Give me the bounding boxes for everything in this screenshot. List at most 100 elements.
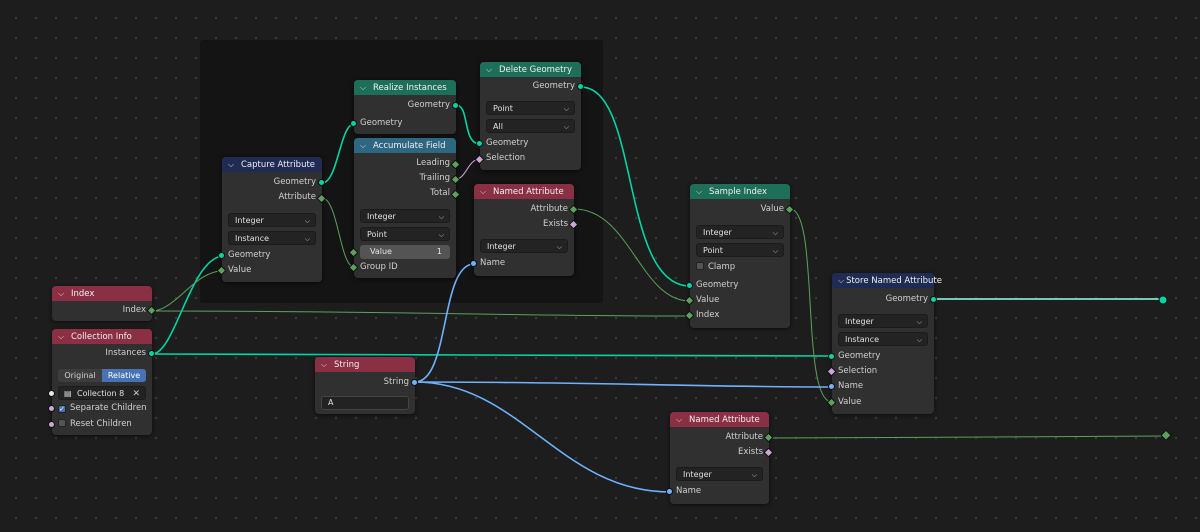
output-attribute: Attribute bbox=[278, 192, 316, 202]
data-type-select[interactable]: Integer⌵ bbox=[228, 213, 316, 227]
close-icon[interactable]: ✕ bbox=[132, 389, 140, 399]
string-input[interactable]: A bbox=[321, 396, 409, 410]
geometry-socket[interactable] bbox=[318, 179, 325, 186]
data-type-select[interactable]: Integer⌵ bbox=[676, 467, 763, 481]
node-title: Named Attribute bbox=[689, 414, 760, 425]
transform-space-toggle[interactable]: Original Relative bbox=[58, 369, 146, 382]
collection-socket[interactable] bbox=[48, 390, 55, 397]
geometry-socket[interactable] bbox=[828, 353, 835, 360]
domain-select[interactable]: Point⌵ bbox=[486, 101, 575, 115]
geometry-socket[interactable] bbox=[452, 102, 459, 109]
index-socket[interactable] bbox=[684, 310, 695, 321]
string-socket[interactable] bbox=[411, 379, 418, 386]
data-type-select[interactable]: Integer⌵ bbox=[480, 239, 568, 253]
delete-geometry-node[interactable]: ⌵Delete Geometry Geometry Point⌵ All⌵ Ge… bbox=[474, 62, 584, 170]
node-header[interactable]: ⌵Sample Index bbox=[690, 184, 790, 199]
chevron-down-icon[interactable]: ⌵ bbox=[58, 288, 65, 298]
reset-children-toggle[interactable]: Reset Children bbox=[58, 417, 146, 432]
reset-children-checkbox[interactable] bbox=[58, 419, 66, 427]
collection-field[interactable]: ▤ Collection 8 ✕ bbox=[58, 386, 146, 400]
dropdown-arrow-icon: ⌵ bbox=[563, 123, 569, 131]
link-string bbox=[414, 381, 833, 388]
selection-socket[interactable] bbox=[826, 366, 837, 377]
named-attribute-node[interactable]: ⌵Named Attribute Attribute Exists Intege… bbox=[470, 184, 579, 276]
sample-index-node[interactable]: ⌵Sample Index Value Integer ⌵ Point⌵ Clam… bbox=[684, 184, 795, 328]
geometry-socket[interactable] bbox=[930, 296, 937, 303]
geometry-socket[interactable] bbox=[350, 120, 357, 127]
dropdown-arrow-icon: ⌵ bbox=[304, 235, 310, 243]
reset-children-socket[interactable] bbox=[48, 421, 55, 428]
chevron-down-icon[interactable]: ⌵ bbox=[838, 275, 845, 285]
node-header[interactable]: ⌵Accumulate Field bbox=[354, 138, 456, 153]
chevron-down-icon[interactable]: ⌵ bbox=[480, 186, 487, 196]
link-geometry bbox=[151, 353, 833, 357]
separate-children-socket[interactable] bbox=[48, 405, 55, 412]
data-type-value: Integer bbox=[845, 317, 874, 326]
chevron-down-icon[interactable]: ⌵ bbox=[360, 140, 367, 150]
data-type-select[interactable]: Integer ⌵ bbox=[696, 225, 784, 239]
original-option[interactable]: Original bbox=[58, 369, 102, 382]
value-socket[interactable] bbox=[826, 397, 837, 408]
checkmark-icon[interactable]: ✓ bbox=[58, 405, 66, 413]
chevron-down-icon[interactable]: ⌵ bbox=[696, 186, 703, 196]
chevron-down-icon[interactable]: ⌵ bbox=[486, 64, 493, 74]
chevron-down-icon[interactable]: ⌵ bbox=[58, 331, 65, 341]
domain-select[interactable]: Point⌵ bbox=[360, 227, 450, 241]
index-node[interactable]: ⌵Index Index bbox=[52, 286, 157, 321]
attribute-socket[interactable] bbox=[763, 432, 774, 443]
domain-select[interactable]: Point⌵ bbox=[696, 243, 784, 257]
geometry-socket[interactable] bbox=[218, 252, 225, 259]
value-socket[interactable] bbox=[684, 295, 695, 306]
data-type-value: Integer bbox=[487, 242, 516, 251]
value-socket[interactable] bbox=[784, 204, 795, 215]
output-exists: Exists bbox=[543, 219, 568, 229]
index-socket[interactable] bbox=[146, 305, 157, 316]
clamp-checkbox[interactable] bbox=[696, 262, 704, 270]
capture-attribute-node[interactable]: ⌵Capture Attribute Geometry Attribute In… bbox=[216, 157, 327, 282]
instances-socket[interactable] bbox=[148, 350, 155, 357]
collection-info-node[interactable]: ⌵Collection Info Instances Original Rela… bbox=[48, 329, 155, 435]
name-socket[interactable] bbox=[666, 488, 673, 495]
node-header[interactable]: ⌵Named Attribute bbox=[474, 184, 574, 199]
node-header[interactable]: ⌵Capture Attribute bbox=[222, 157, 322, 172]
exists-socket[interactable] bbox=[763, 447, 774, 458]
dropdown-arrow-icon: ⌵ bbox=[772, 229, 778, 237]
clamp-toggle[interactable]: Clamp bbox=[696, 260, 784, 275]
collection-icon: ▤ bbox=[64, 389, 72, 398]
node-header[interactable]: ⌵String bbox=[315, 357, 415, 372]
geometry-socket[interactable] bbox=[476, 140, 483, 147]
node-header[interactable]: ⌵Realize Instances bbox=[354, 80, 456, 95]
node-header[interactable]: ⌵ Named Attribute bbox=[670, 412, 769, 427]
node-header[interactable]: ⌵Store Named Attribute bbox=[832, 273, 942, 288]
chevron-down-icon[interactable]: ⌵ bbox=[360, 82, 367, 92]
domain-select[interactable]: Instance⌵ bbox=[838, 332, 928, 346]
data-type-select[interactable]: Integer⌵ bbox=[838, 314, 928, 328]
output-value: Value bbox=[760, 204, 784, 214]
named-attribute-node[interactable]: ⌵Named Attribute Attribute Exists Intege… bbox=[666, 412, 774, 504]
separate-children-toggle[interactable]: ✓Separate Children bbox=[58, 401, 147, 416]
input-value: Value bbox=[696, 295, 720, 305]
data-type-select[interactable]: Integer⌵ bbox=[360, 209, 450, 223]
data-type-value: Integer bbox=[703, 228, 732, 237]
relative-option[interactable]: Relative bbox=[102, 369, 146, 382]
node-header[interactable]: ⌵Index bbox=[52, 286, 152, 301]
mode-select[interactable]: All⌵ bbox=[486, 119, 575, 133]
geometry-socket[interactable] bbox=[577, 83, 584, 90]
accumulate-field-node[interactable]: ⌵Accumulate Field Leading Trailing Total… bbox=[348, 138, 461, 278]
chevron-down-icon[interactable]: ⌵ bbox=[228, 159, 235, 169]
output-instances: Instances bbox=[105, 348, 146, 358]
chevron-down-icon[interactable]: ⌵ bbox=[321, 359, 328, 369]
name-socket[interactable] bbox=[828, 383, 835, 390]
value-label: Value bbox=[370, 247, 392, 256]
node-header[interactable]: ⌵Delete Geometry bbox=[480, 62, 581, 77]
node-header[interactable]: ⌵Collection Info bbox=[52, 329, 152, 344]
realize-instances-node[interactable]: ⌵Realize Instances Geometry Geometry bbox=[350, 80, 459, 134]
name-socket[interactable] bbox=[470, 260, 477, 267]
chevron-down-icon[interactable]: ⌵ bbox=[676, 414, 683, 424]
geometry-socket[interactable] bbox=[686, 282, 693, 289]
domain-select[interactable]: Instance⌵ bbox=[228, 231, 316, 245]
string-node[interactable]: ⌵String String A bbox=[315, 357, 418, 414]
store-named-attribute-node[interactable]: ⌵Store Named Attribute Geometry Integer⌵… bbox=[826, 273, 942, 414]
input-geometry: Geometry bbox=[696, 280, 739, 290]
